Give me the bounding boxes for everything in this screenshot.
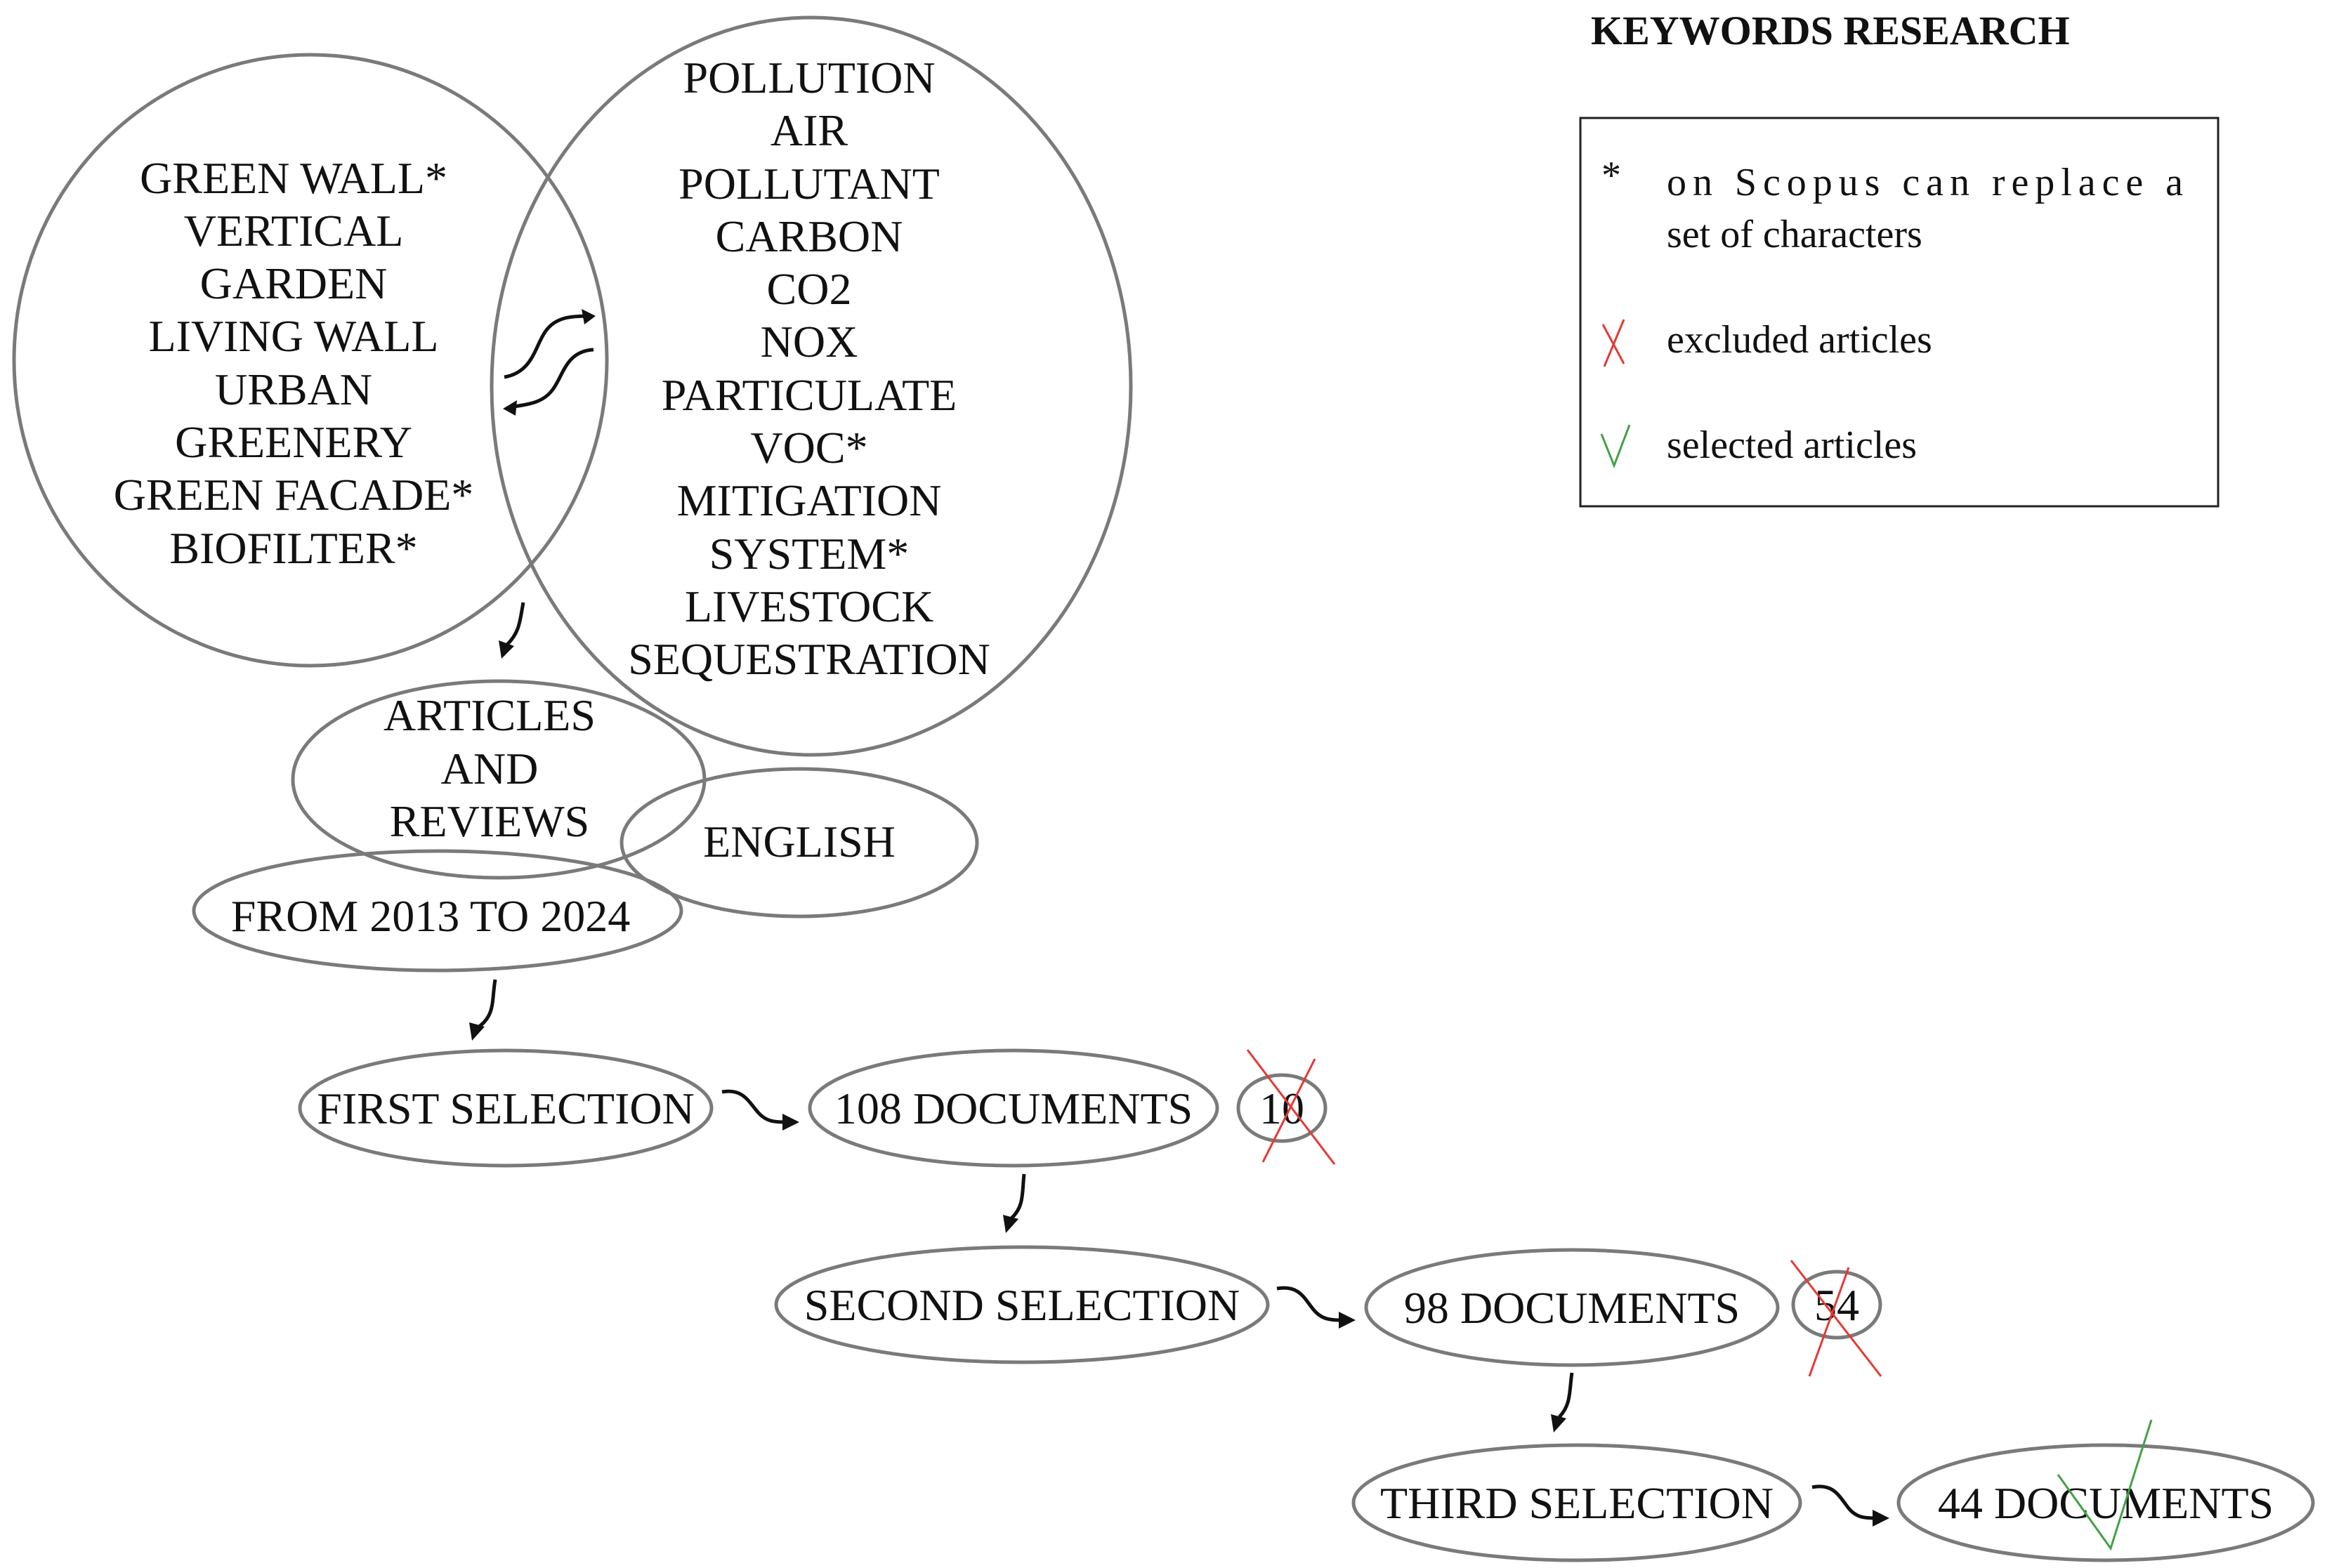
keyword-biofilter: BIOFILTER* <box>169 523 417 573</box>
keyword-vertical: VERTICAL <box>184 206 404 256</box>
legend: * on Scopus can replace a set of charact… <box>1579 117 2220 508</box>
keyword-sequestration: SEQUESTRATION <box>628 634 990 684</box>
first-excluded-cross-icon <box>1246 1049 1336 1165</box>
first-excluded-ellipse <box>1236 1073 1328 1143</box>
keyword-particulate: PARTICULATE <box>662 370 957 420</box>
selected-check-icon <box>1600 424 1631 469</box>
filter-articles-line2: AND <box>441 744 539 793</box>
third-selection-label: THIRD SELECTION <box>1380 1478 1774 1528</box>
keyword-air: AIR <box>771 105 848 155</box>
exchange-arrows-icon <box>503 309 596 416</box>
arrow-98-to-third-icon <box>1551 1372 1574 1432</box>
filter-english: ENGLISH <box>703 817 896 867</box>
second-selection-label: SECOND SELECTION <box>804 1280 1240 1330</box>
filter-years: FROM 2013 TO 2024 <box>231 891 630 941</box>
arrow-first-to-108-icon <box>721 1089 799 1131</box>
second-excluded-cross-icon <box>1790 1260 1882 1377</box>
keyword-nox: NOX <box>761 317 858 367</box>
diagram-title: KEYWORDS RESEARCH <box>1591 8 2070 53</box>
english-ellipse <box>620 767 979 918</box>
legend-asterisk-symbol: * <box>1601 154 1621 197</box>
excluded-cross-icon <box>1601 319 1625 367</box>
second-documents-label: 98 DOCUMENTS <box>1404 1283 1740 1333</box>
third-selection-ellipse <box>1351 1443 1802 1562</box>
second-excluded-ellipse <box>1791 1270 1882 1340</box>
filter-labels: ARTICLES AND REVIEWS ENGLISH FROM 2013 T… <box>231 690 896 941</box>
right-keyword-list: POLLUTION AIR POLLUTANT CARBON CO2 NOX P… <box>628 53 990 684</box>
left-keyword-list: GREEN WALL* VERTICAL GARDEN LIVING WALL … <box>114 153 474 573</box>
filter-articles-line1: ARTICLES <box>384 690 596 740</box>
first-documents-label: 108 DOCUMENTS <box>834 1083 1193 1133</box>
keyword-livestock: LIVESTOCK <box>685 581 933 631</box>
keyword-green-wall: GREEN WALL* <box>140 153 447 203</box>
legend-asterisk-text-line1: on Scopus can replace a <box>1667 161 2183 204</box>
pollution-keywords-circle <box>490 15 1133 757</box>
legend-excluded-text: excluded articles <box>1667 318 1932 362</box>
keyword-pollutant: POLLUTANT <box>679 159 940 209</box>
keyword-carbon: CARBON <box>716 211 903 261</box>
green-wall-keywords-circle <box>12 53 609 668</box>
first-documents-ellipse <box>808 1048 1219 1168</box>
keyword-pollution: POLLUTION <box>683 53 935 103</box>
arrow-third-to-44-icon <box>1811 1484 1889 1527</box>
keyword-green-facade: GREEN FACADE* <box>114 470 474 520</box>
keyword-greenery: GREENERY <box>175 417 412 467</box>
second-excluded-count: 54 <box>1814 1280 1859 1330</box>
third-documents-ellipse <box>1896 1443 2315 1562</box>
keyword-voc: VOC* <box>750 423 867 473</box>
second-documents-ellipse <box>1364 1248 1780 1367</box>
arrow-second-to-98-icon <box>1276 1286 1356 1329</box>
selected-check-icon <box>2057 1419 2153 1551</box>
keyword-mitigation: MITIGATION <box>677 475 942 525</box>
first-selection-ellipse <box>298 1048 714 1168</box>
keyword-urban: URBAN <box>215 364 372 414</box>
keyword-garden: GARDEN <box>200 258 388 308</box>
legend-selected-text: selected articles <box>1667 423 1917 467</box>
arrow-to-first-selection-icon <box>469 979 497 1041</box>
arrow-to-filters-icon <box>499 602 525 659</box>
arrow-108-to-second-icon <box>1003 1173 1026 1233</box>
third-documents-label: 44 DOCUMENTS <box>1938 1478 2274 1528</box>
second-selection-ellipse <box>774 1245 1270 1364</box>
keyword-co2: CO2 <box>767 264 852 314</box>
filter-articles-line3: REVIEWS <box>390 796 589 846</box>
keyword-living-wall: LIVING WALL <box>149 311 439 361</box>
years-range-ellipse <box>192 849 683 973</box>
keyword-system: SYSTEM* <box>709 529 910 579</box>
legend-frame <box>1579 117 2220 508</box>
first-selection-label: FIRST SELECTION <box>317 1083 695 1133</box>
legend-asterisk-text-line2: set of characters <box>1667 213 1922 256</box>
